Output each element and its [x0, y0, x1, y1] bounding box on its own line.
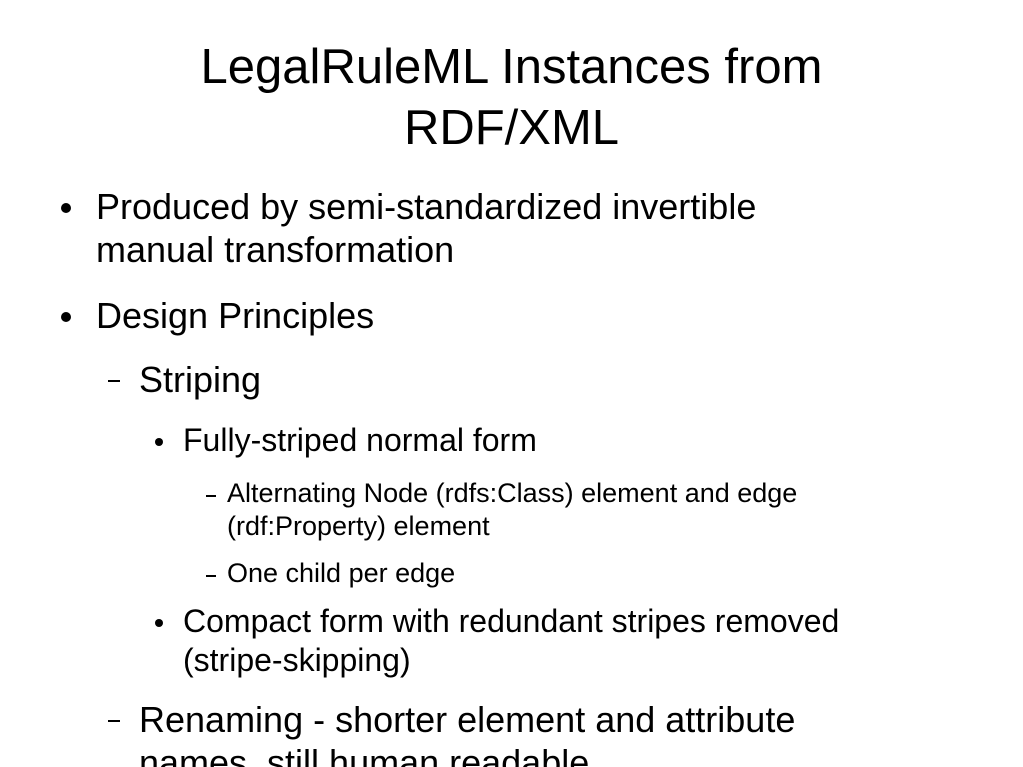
bullet-item-renaming: Renaming - shorter element and attribute… [108, 698, 795, 767]
bullet-item-alternating-node: Alternating Node (rdfs:Class) element an… [206, 477, 797, 543]
round-bullet-icon [61, 203, 71, 213]
bullet-text-line: Alternating Node (rdfs:Class) element an… [227, 478, 798, 508]
dash-bullet-icon [108, 720, 120, 722]
bullet-item-design-principles: Design Principles [61, 294, 374, 337]
dash-bullet-icon [206, 575, 216, 577]
bullet-text: Design Principles [96, 294, 374, 337]
round-bullet-icon [155, 619, 163, 627]
round-bullet-icon [61, 312, 71, 322]
bullet-text-line: (stripe-skipping) [183, 642, 411, 678]
bullet-item-fully-striped: Fully-striped normal form [155, 421, 537, 460]
round-bullet-icon [155, 438, 163, 446]
bullet-text: Fully-striped normal form [183, 421, 537, 460]
bullet-text-line: (rdf:Property) element [227, 511, 490, 541]
slide-title-line-1: LegalRuleML Instances from [200, 40, 823, 94]
dash-bullet-icon [108, 380, 120, 382]
bullet-text-line: Striping [139, 359, 262, 400]
bullet-text: Renaming - shorter element and attribute… [139, 698, 795, 767]
bullet-text: Striping [139, 358, 261, 401]
bullet-item-produced-by: Produced by semi-standardized invertible… [61, 185, 756, 271]
bullet-item-striping: Striping [108, 358, 261, 401]
bullet-text: One child per edge [227, 557, 455, 590]
bullet-text-line: Renaming - shorter element and attribute [139, 699, 796, 740]
bullet-text-line: Produced by semi-standardized invertible [96, 186, 757, 227]
bullet-text-line: Compact form with redundant stripes remo… [183, 603, 840, 639]
bullet-text-line: manual transformation [96, 229, 455, 270]
bullet-item-one-child: One child per edge [206, 557, 455, 590]
bullet-text-line: names, still human readable [139, 742, 590, 767]
bullet-item-compact-form: Compact form with redundant stripes remo… [155, 602, 839, 680]
bullet-text-line: One child per edge [227, 558, 456, 588]
slide-title-line-2: RDF/XML [403, 101, 620, 155]
bullet-text: Produced by semi-standardized invertible… [96, 185, 756, 271]
bullet-text: Compact form with redundant stripes remo… [183, 602, 839, 680]
bullet-text-line: Design Principles [96, 295, 375, 336]
dash-bullet-icon [206, 495, 216, 497]
slide-title: LegalRuleML Instances from RDF/XML [60, 37, 963, 159]
bullet-text-line: Fully-striped normal form [183, 422, 537, 458]
bullet-text: Alternating Node (rdfs:Class) element an… [227, 477, 797, 543]
